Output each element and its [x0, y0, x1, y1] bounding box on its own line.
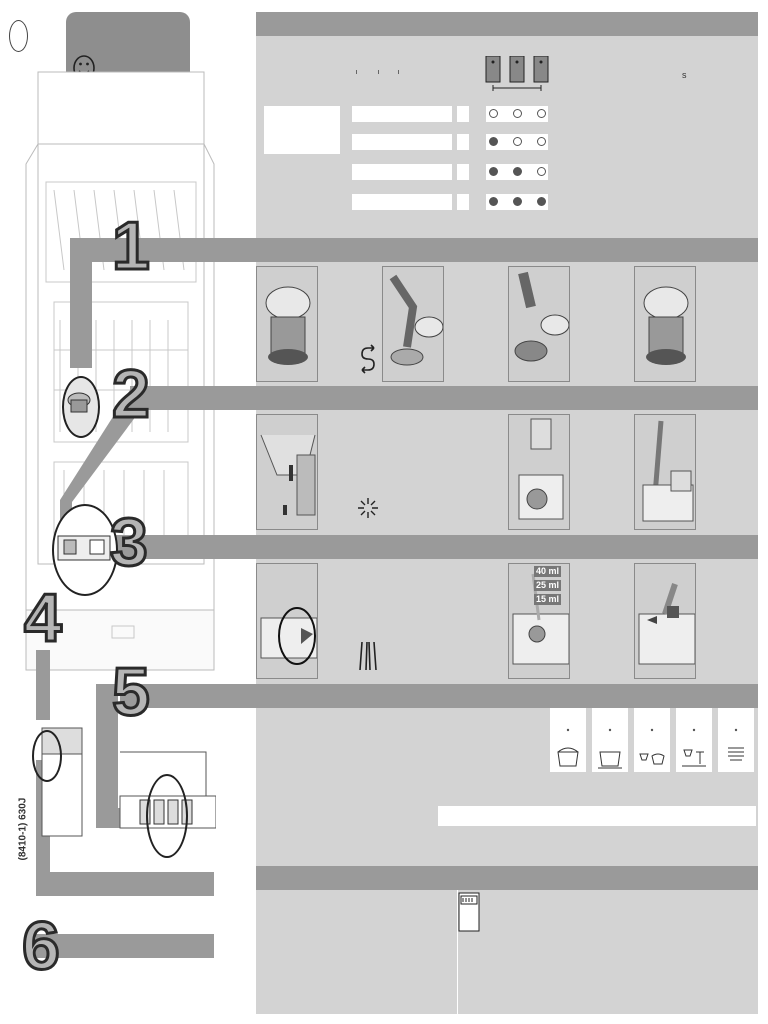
step-number-4: 4 [23, 580, 64, 656]
rinse-aid-photo-2 [508, 414, 570, 530]
measure-40ml: 40 ml [534, 566, 562, 577]
program-quick [718, 708, 754, 772]
salt-symbol-icon: s [682, 70, 687, 80]
step-number-3: 3 [109, 504, 150, 580]
hardness-row-2-bar [352, 134, 452, 150]
detergent-photo-1 [256, 563, 318, 679]
salt-container-zoom-circle [62, 376, 100, 438]
hardness-row-2-dots [486, 134, 548, 150]
control-panel-zoom-circle [146, 774, 188, 858]
program-info-bar [438, 806, 756, 826]
hardness-row-1-dots [486, 106, 548, 122]
hardness-info-box [264, 106, 340, 154]
dishwasher-illustration [25, 71, 215, 671]
step2-connector [130, 386, 758, 410]
page-marker-circle [9, 20, 28, 52]
hardness-row-4-dots [486, 194, 548, 210]
step3-connector [110, 535, 758, 559]
measure-15ml: 15 ml [534, 594, 562, 605]
step-number-1: 1 [111, 208, 152, 284]
program-auto [592, 708, 628, 772]
hardness-row-2-value [457, 134, 469, 150]
hardness-row-3-value [457, 164, 469, 180]
hardness-row-4-value [457, 194, 469, 210]
hardness-row-3-bar [352, 164, 452, 180]
hardness-row-3-dots [486, 164, 548, 180]
step1-connector [70, 238, 758, 262]
step4-drop [36, 650, 50, 720]
section6-band [256, 866, 758, 890]
hardness-row-1-bar [352, 106, 452, 122]
program-intensive [550, 708, 586, 772]
step5-drop [96, 684, 118, 824]
step1-drop [70, 238, 92, 368]
step6-connector [36, 934, 214, 958]
detergent-photo-3 [634, 563, 696, 679]
step5-connector [120, 684, 758, 708]
detergent-symbol-icon [359, 641, 377, 671]
step-number-2: 2 [111, 356, 152, 432]
hardness-row-1-value [457, 106, 469, 122]
salt-step-photo-3 [508, 266, 570, 382]
rinse-aid-symbol-icon [358, 498, 378, 518]
section6-divider [457, 890, 458, 1014]
salt-step-photo-1 [256, 266, 318, 382]
step-number-6: 6 [21, 908, 62, 984]
step6-connector-top [36, 872, 214, 896]
salt-symbol-icon-large [361, 344, 375, 374]
appliance-front-icon [458, 892, 480, 932]
salt-cap-icon [67, 392, 91, 413]
salt-level-indicators [485, 56, 549, 91]
hardness-row-4-bar [352, 194, 452, 210]
door-zoom-circle [32, 730, 62, 782]
rinse-aid-photo-3 [634, 414, 696, 530]
document-code: (8410-1) 630J [17, 797, 29, 861]
rinse-aid-photo-1 [256, 414, 318, 530]
measure-25ml: 25 ml [534, 580, 562, 591]
program-eco [634, 708, 670, 772]
program-delicate [676, 708, 712, 772]
salt-step-photo-2 [382, 266, 444, 382]
salt-step-photo-4 [634, 266, 696, 382]
tick-marks [356, 70, 406, 76]
step2-diagonal-connector [60, 390, 145, 520]
dispenser-part-icon [57, 535, 111, 561]
step-number-5: 5 [111, 654, 152, 730]
header-band [256, 12, 758, 36]
